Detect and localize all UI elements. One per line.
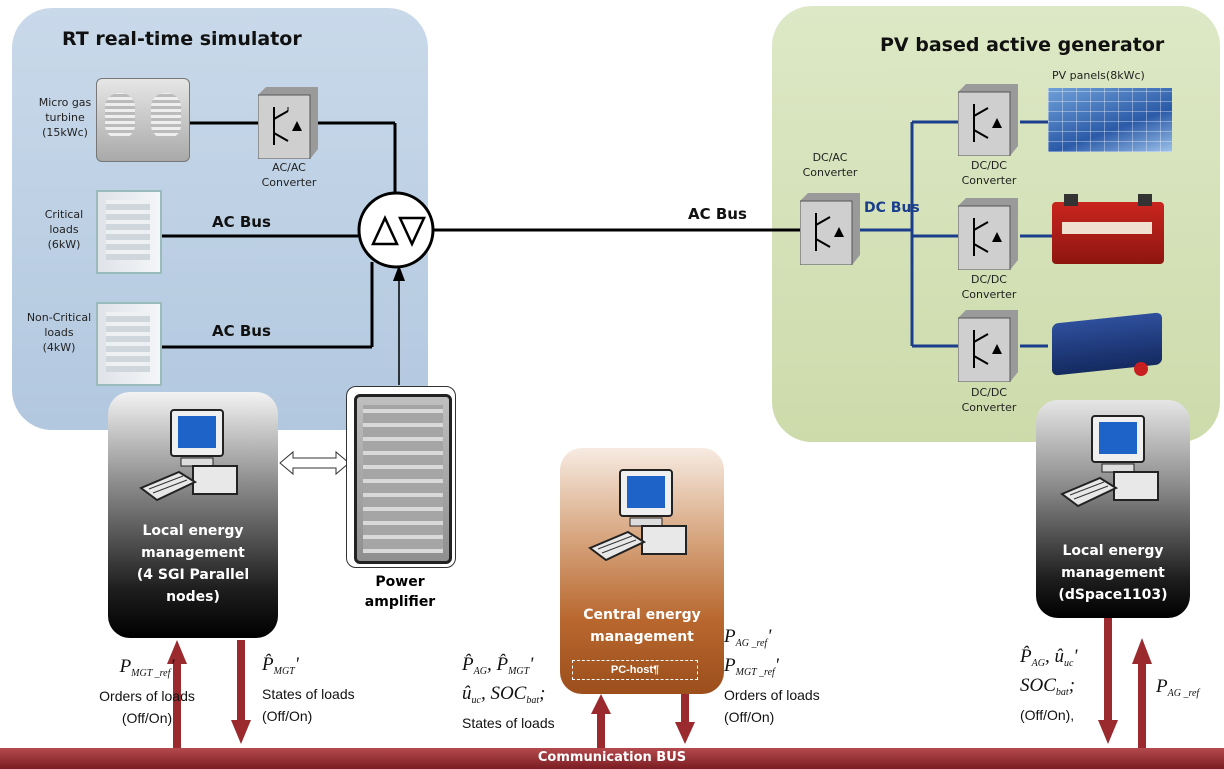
right-up-signal-label: PAG _ref (1156, 676, 1200, 699)
critical-loads-cabinet-image (96, 190, 162, 274)
center-down-signal-label: PAG _ref' PMGT _ref' Orders of loads (Of… (724, 626, 820, 725)
power-amplifier-image (354, 394, 452, 564)
ultracapacitor-image (1048, 310, 1170, 380)
left-down-signal-label: P̂MGT' States of loads (Off/On) (262, 654, 355, 724)
rt-simulator-panel (12, 8, 428, 430)
dcac-converter-icon (799, 193, 860, 270)
main-ac-bus-label: AC Bus (688, 205, 747, 223)
dcdc-converter-2-icon (957, 198, 1018, 275)
right-down-signal-label: P̂AG, ûuc' SOCbat; (Off/On), (1020, 646, 1078, 723)
noncritical-loads-cabinet-image (96, 302, 162, 386)
pv-generator-title: PV based active generator (880, 34, 1165, 56)
ac-bus-label-critical: AC Bus (212, 213, 271, 231)
dc-bus-label: DC Bus (864, 200, 920, 216)
communication-bus-label: Communication BUS (537, 750, 687, 765)
pv-panels-image (1048, 88, 1172, 152)
pc-host-label: PC-host¶ (572, 660, 698, 680)
pv-panels-label: PV panels(8kWc) (1052, 69, 1145, 82)
computer-icon-left (135, 406, 245, 521)
dcdc-converter-3-icon (957, 310, 1018, 387)
communication-bus (0, 748, 1224, 769)
ac-bus-label-noncritical: AC Bus (212, 322, 271, 340)
computer-icon-right (1056, 412, 1166, 527)
center-up-signal-label: P̂AG, P̂MGT' ûuc, SOCbat; States of load… (462, 654, 555, 731)
left-up-signal-label: PMGT _ref' Orders of loads (Off/On) (99, 656, 195, 726)
dcdc-converter-1-icon (957, 84, 1018, 161)
battery-image (1052, 194, 1170, 268)
computer-icon-center (584, 466, 694, 581)
micro-gas-turbine-image (96, 78, 190, 162)
rt-simulator-title: RT real-time simulator (62, 28, 302, 50)
acac-converter-icon (257, 87, 318, 160)
